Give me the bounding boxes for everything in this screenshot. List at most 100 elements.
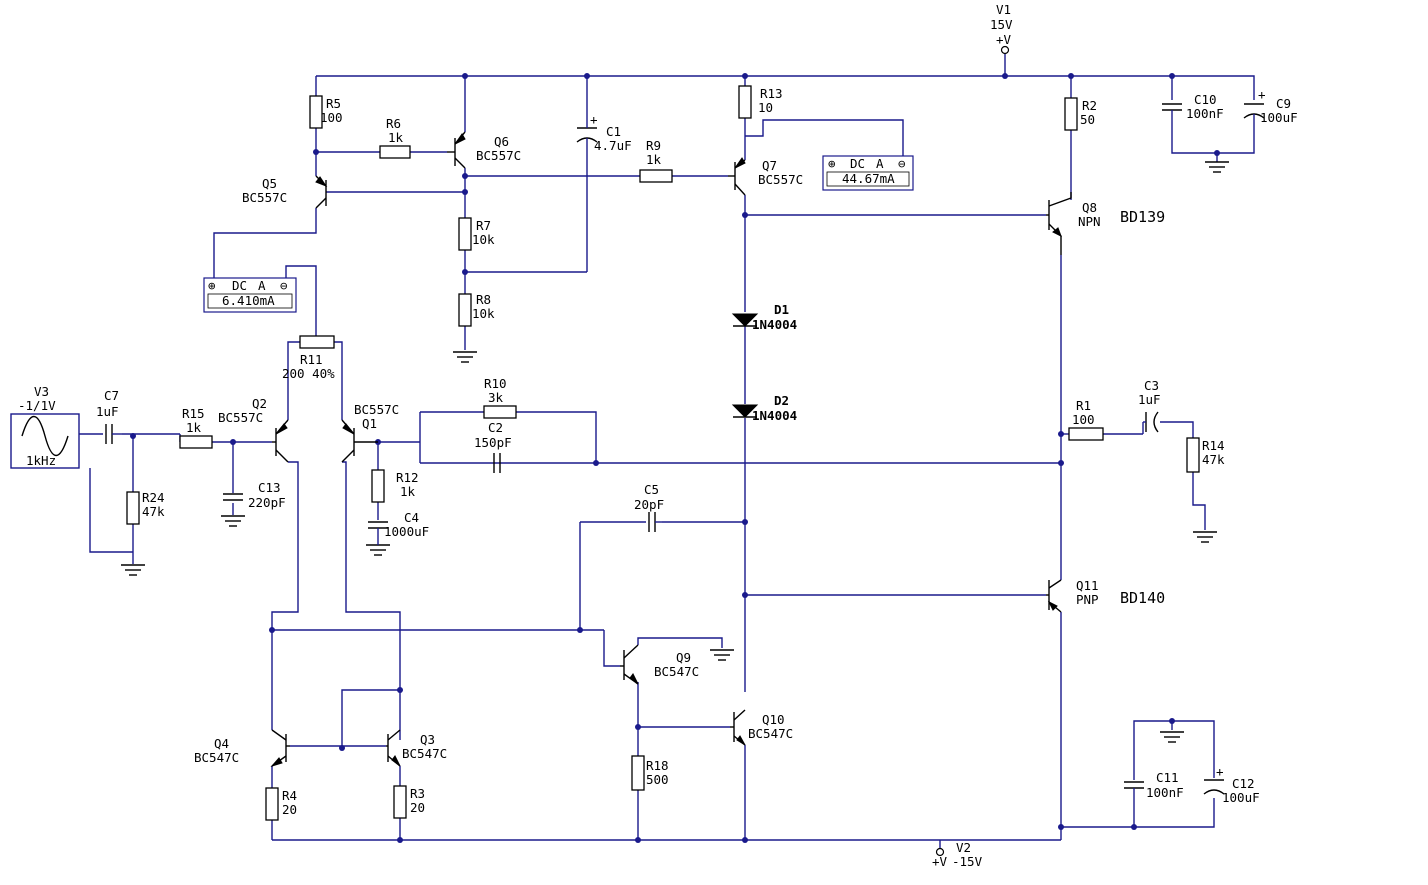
svg-text:200 40%: 200 40% [282,366,335,381]
svg-text:+: + [1258,87,1266,102]
svg-text:R11: R11 [300,352,323,367]
svg-text:1k: 1k [186,420,202,435]
svg-text:1k: 1k [646,152,662,167]
svg-text:R18: R18 [646,758,669,773]
meter-pos-terminal: ⊕ [208,278,216,293]
ground-icon [710,649,734,661]
meter-pos-terminal: ⊕ [828,156,836,171]
svg-text:+: + [590,112,598,127]
svg-text:Q9: Q9 [676,650,691,665]
svg-text:R13: R13 [760,86,783,101]
svg-text:100: 100 [320,110,343,125]
svg-text:1k: 1k [400,484,416,499]
svg-text:R8: R8 [476,292,491,307]
ground-icon [1160,731,1184,743]
svg-text:100uF: 100uF [1222,790,1260,805]
svg-text:BD140: BD140 [1120,589,1165,607]
svg-text:C12: C12 [1232,776,1255,791]
svg-text:1uF: 1uF [96,404,119,419]
svg-text:C2: C2 [488,420,503,435]
svg-text:R2: R2 [1082,98,1097,113]
svg-text:BC557C: BC557C [354,402,399,417]
svg-text:BC547C: BC547C [654,664,699,679]
ground-icon [121,564,145,576]
ground-icon [221,515,245,527]
ground-icon [1193,531,1217,543]
svg-text:Q5: Q5 [262,176,277,191]
svg-text:47k: 47k [1202,452,1225,467]
svg-text:R4: R4 [282,788,297,803]
svg-text:BC547C: BC547C [194,750,239,765]
ammeter-q5: ⊕ DC A ⊖ 6.410mA [203,277,297,313]
svg-text:C7: C7 [104,388,119,403]
svg-text:50: 50 [1080,112,1095,127]
svg-text:150pF: 150pF [474,435,512,450]
meter-reading: 6.410mA [222,293,275,308]
ground-icon [1205,161,1229,173]
svg-text:BC557C: BC557C [476,148,521,163]
svg-text:BC557C: BC557C [218,410,263,425]
svg-text:4.7uF: 4.7uF [594,138,632,153]
v2-supply: V2 +V -15V [932,840,983,869]
svg-text:100: 100 [1072,412,1095,427]
meter-reading: 44.67mA [842,171,895,186]
svg-text:100nF: 100nF [1186,106,1224,121]
svg-text:20: 20 [282,802,297,817]
svg-text:Q8: Q8 [1082,200,1097,215]
svg-text:R14: R14 [1202,438,1225,453]
svg-text:3k: 3k [488,390,504,405]
v3-value: -1/1V [18,398,56,413]
svg-text:D1: D1 [774,302,789,317]
ground-icon [453,351,477,363]
svg-text:1k: 1k [388,130,404,145]
svg-text:Q1: Q1 [362,416,377,431]
svg-text:1N4004: 1N4004 [752,317,797,332]
meter-unit: A [876,156,884,171]
ground-icons [121,161,1229,743]
v1-name: V1 [996,2,1011,17]
svg-text:R6: R6 [386,116,401,131]
svg-text:Q4: Q4 [214,736,229,751]
svg-text:PNP: PNP [1076,592,1099,607]
svg-text:C4: C4 [404,510,419,525]
svg-text:Q7: Q7 [762,158,777,173]
svg-text:NPN: NPN [1078,214,1101,229]
svg-text:Q10: Q10 [762,712,785,727]
ground-icon [366,544,390,556]
svg-text:10k: 10k [472,232,495,247]
svg-text:R9: R9 [646,138,661,153]
svg-text:C11: C11 [1156,770,1179,785]
svg-text:R1: R1 [1076,398,1091,413]
v1-pin: +V [996,32,1012,47]
junction-dots [130,73,1220,843]
svg-text:10k: 10k [472,306,495,321]
svg-text:R24: R24 [142,490,165,505]
v2-value: -15V [952,854,983,869]
svg-text:R15: R15 [182,406,205,421]
svg-text:C9: C9 [1276,96,1291,111]
